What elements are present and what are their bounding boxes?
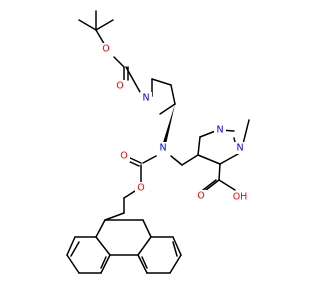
bond (127, 156, 142, 164)
fmoc-carbonyl-oxygen-label: O (120, 151, 127, 162)
bond (100, 256, 107, 269)
molecule-structure: O O N N O O N N O OH (66, 10, 250, 274)
pyrazole-n2-label: N (236, 143, 243, 154)
bond (218, 163, 221, 181)
bond (172, 241, 178, 257)
pyrrolidine-nitrogen-label: N (142, 93, 149, 104)
bond (141, 256, 148, 269)
bond (219, 153, 239, 165)
acid-hydroxyl-label: OH (233, 192, 248, 203)
atom-labels: O O N N O O N N O OH (102, 43, 249, 203)
bond (170, 84, 176, 105)
bond (169, 254, 182, 274)
bond (137, 236, 152, 256)
boc-ester-oxygen-label: O (102, 44, 109, 55)
carbamate-nitrogen-label: N (159, 143, 166, 154)
bond (197, 154, 221, 165)
bond (125, 66, 141, 93)
bonds (66, 10, 250, 274)
bond (142, 219, 152, 238)
bond (95, 219, 106, 238)
fmoc-ester-oxygen-label: O (137, 183, 144, 194)
bond (172, 236, 182, 256)
bond (95, 236, 111, 256)
bond (202, 179, 217, 191)
acid-oxygen-label: O (197, 191, 204, 202)
boc-carbonyl-oxygen-label: O (116, 81, 123, 92)
bond (66, 254, 80, 274)
bond (142, 155, 157, 164)
bond (159, 103, 176, 115)
stereo-hash-bond (161, 104, 175, 149)
bond (100, 254, 111, 274)
bond (70, 241, 80, 257)
bond (104, 212, 125, 221)
bond (151, 78, 172, 86)
bond (197, 136, 201, 156)
bond (113, 56, 125, 68)
bond (170, 155, 183, 166)
bond (181, 154, 199, 166)
bond (66, 236, 76, 256)
bond (95, 19, 114, 31)
bond (218, 179, 236, 191)
bond (78, 19, 97, 31)
pyrazole-n1-label: N (216, 125, 223, 136)
bond (123, 190, 136, 199)
bond (137, 254, 148, 274)
bond (205, 179, 220, 191)
